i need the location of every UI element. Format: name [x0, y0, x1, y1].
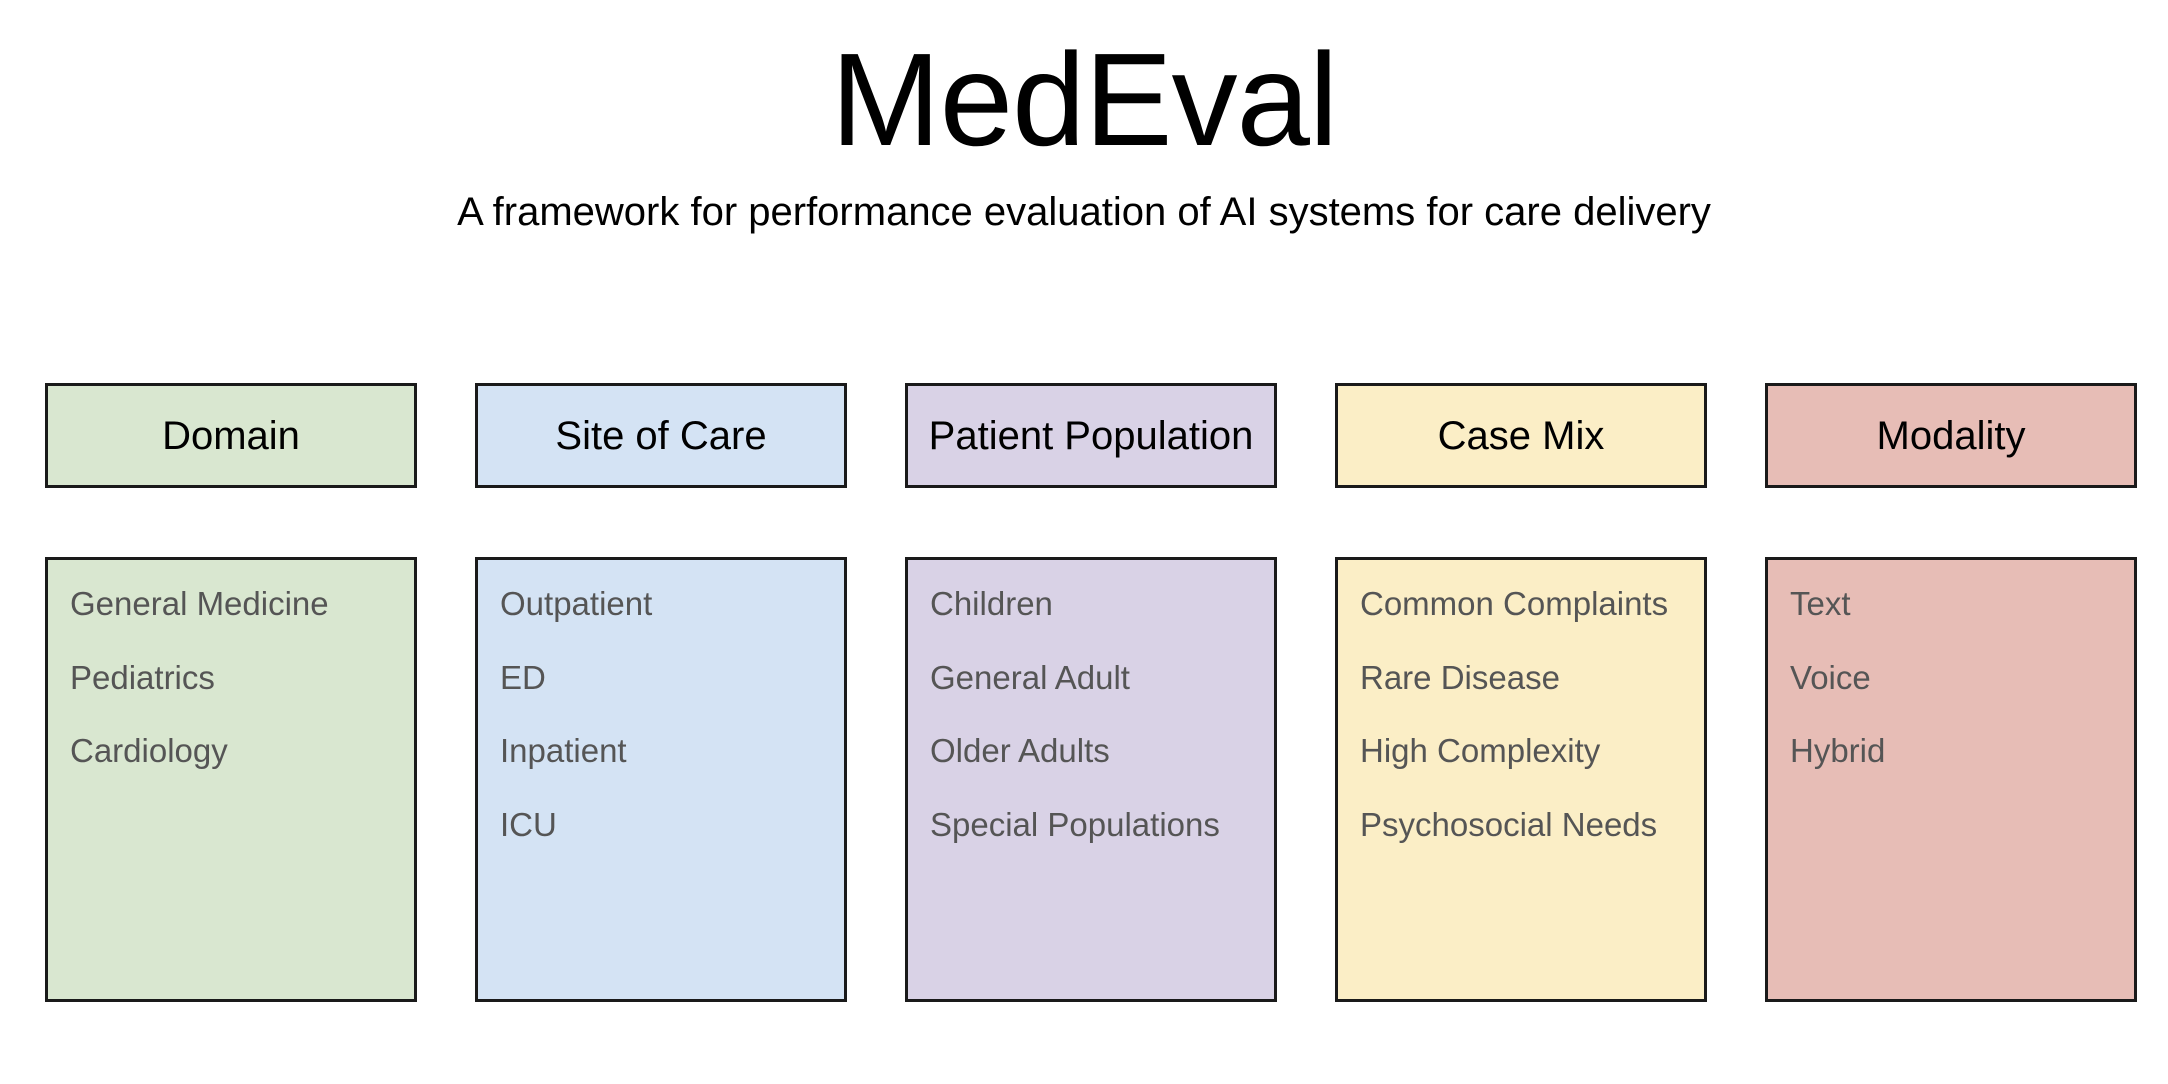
list-item[interactable]: ED [500, 658, 546, 696]
list-item[interactable]: Voice [1790, 658, 1871, 696]
list-item[interactable]: General Medicine [70, 585, 329, 622]
category-header-label: Case Mix [1437, 413, 1605, 458]
category-header-case-mix[interactable]: Case Mix [1335, 383, 1707, 488]
list-item[interactable]: ICU [500, 805, 557, 843]
category-header-label: Patient Population [928, 413, 1254, 458]
list-item[interactable]: Rare Disease [1360, 658, 1560, 696]
list-item[interactable]: General Adult [930, 658, 1130, 696]
list-item[interactable]: Older Adults [930, 732, 1110, 770]
list-item[interactable]: Outpatient [500, 585, 653, 622]
list-item[interactable]: High Complexity [1360, 732, 1601, 770]
page-subtitle: A framework for performance evaluation o… [457, 190, 1711, 234]
category-header-label: Site of Care [555, 413, 767, 458]
list-item[interactable]: Common Complaints [1360, 585, 1669, 622]
category-header-domain[interactable]: Domain [45, 383, 417, 488]
category-header-patient-population[interactable]: Patient Population [905, 383, 1277, 488]
category-header-site-of-care[interactable]: Site of Care [475, 383, 847, 488]
list-item[interactable]: Inpatient [500, 732, 627, 770]
category-header-modality[interactable]: Modality [1765, 383, 2137, 488]
list-item[interactable]: Special Populations [930, 805, 1220, 843]
list-item[interactable]: Text [1790, 585, 1851, 622]
page-title: MedEval [830, 26, 1339, 173]
list-item[interactable]: Psychosocial Needs [1360, 805, 1658, 843]
category-header-label: Modality [1876, 413, 2026, 458]
category-header-label: Domain [162, 413, 300, 458]
list-item[interactable]: Children [930, 585, 1053, 622]
list-item[interactable]: Pediatrics [70, 658, 215, 696]
title-block: MedEval A framework for performance eval… [0, 0, 2168, 235]
list-item[interactable]: Cardiology [70, 732, 228, 770]
list-item[interactable]: Hybrid [1790, 732, 1886, 770]
